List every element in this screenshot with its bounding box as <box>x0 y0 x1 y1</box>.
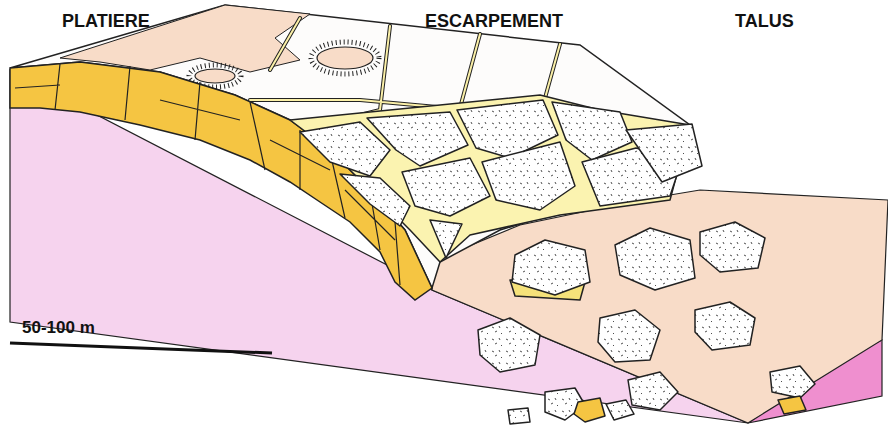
talus-blocks <box>512 240 590 295</box>
reef-flat <box>10 5 690 288</box>
pond <box>317 47 373 69</box>
escarpment-blocks <box>430 220 462 258</box>
pond <box>195 69 235 83</box>
talus-blocks <box>770 366 815 398</box>
scale-bar <box>10 343 272 353</box>
escarpment-blocks <box>402 158 490 216</box>
escarpment-blocks <box>300 122 390 176</box>
escarpment-blocks <box>552 102 632 160</box>
reef-crest-section <box>10 62 432 300</box>
escarpment-blocks <box>626 124 702 182</box>
reef-flat <box>10 5 690 288</box>
scale-bar <box>10 343 272 353</box>
talus-blocks <box>478 318 540 372</box>
escarpment-blocks <box>482 142 575 210</box>
talus-blocks <box>695 302 755 350</box>
talus-blocks <box>700 222 765 272</box>
talus-blocks <box>508 408 530 424</box>
scale-label: 50-100 m <box>22 319 95 338</box>
zone-label: TALUS <box>735 12 794 32</box>
talus-blocks <box>628 372 678 410</box>
zone-label: PLATIERE <box>62 12 150 32</box>
escarpment-blocks <box>340 174 410 226</box>
talus-blocks <box>615 228 695 290</box>
talus-blocks <box>574 398 605 422</box>
zone-label: ESCARPEMENT <box>425 12 563 32</box>
pond <box>311 42 379 74</box>
talus-blocks <box>478 222 815 424</box>
talus-blocks <box>778 396 806 414</box>
escarpment-blocks <box>367 112 468 166</box>
reef-crest-section <box>10 62 432 300</box>
talus-blocks <box>598 310 660 362</box>
talus-blocks <box>606 400 634 420</box>
